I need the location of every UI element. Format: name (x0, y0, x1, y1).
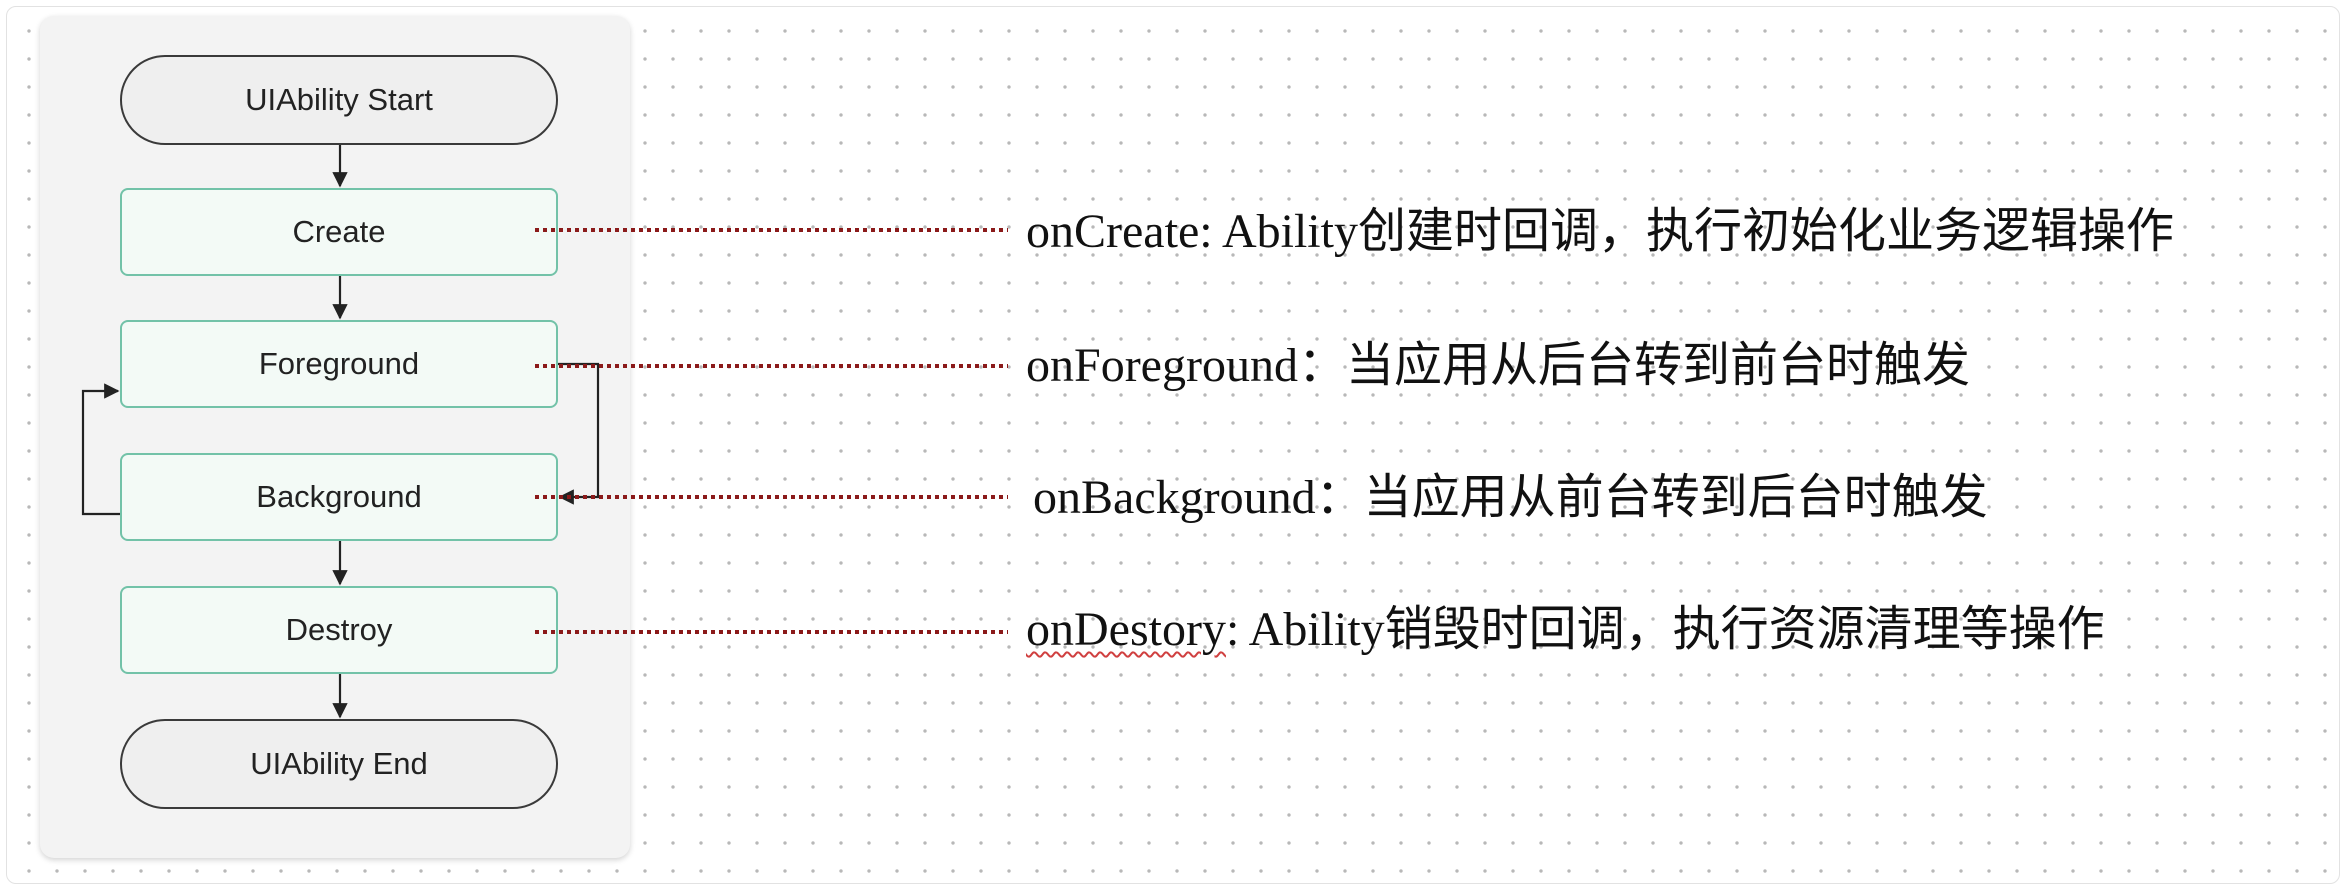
spellcheck-underlined-word: onDestory (1026, 603, 1226, 656)
node-background: Background (120, 453, 558, 541)
node-uiability-start: UIAbility Start (120, 55, 558, 145)
node-label: UIAbility End (250, 746, 428, 781)
annotation-text: : Ability销毁时回调，执行资源清理等操作 (1225, 603, 2105, 656)
node-create: Create (120, 188, 558, 276)
node-label: Background (256, 479, 422, 514)
annotation-ondestory: onDestory: Ability销毁时回调，执行资源清理等操作 (1026, 606, 2105, 654)
annotation-text: ：当应用从前台转到后台时触发 (1315, 471, 1988, 524)
node-label: UIAbility Start (245, 82, 433, 117)
annotation-oncreate: onCreate: Ability创建时回调，执行初始化业务逻辑操作 (1026, 205, 2174, 258)
node-label: Destroy (285, 612, 393, 647)
annotation-onforeground: onForeground：当应用从后台转到前台时触发 (1026, 339, 1970, 392)
annotation-prefix: onBackground (1033, 471, 1316, 524)
node-destroy: Destroy (120, 586, 558, 674)
node-label: Foreground (258, 346, 420, 381)
node-foreground: Foreground (120, 320, 558, 408)
annotation-onbackground: onBackground：当应用从前台转到后台时触发 (1033, 474, 1988, 522)
node-uiability-end: UIAbility End (120, 719, 558, 809)
node-label: Create (292, 214, 386, 249)
